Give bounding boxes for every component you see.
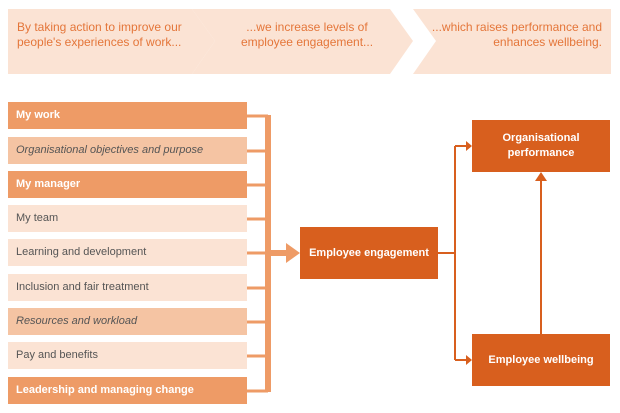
driver-learning-development: Learning and development bbox=[8, 239, 247, 266]
arrow-to-wellbeing bbox=[466, 355, 472, 365]
employee-wellbeing-box: Employee wellbeing bbox=[472, 334, 610, 386]
driver-organisational-objectives: Organisational objectives and purpose bbox=[8, 137, 247, 164]
employee-engagement-box: Employee engagement bbox=[300, 227, 438, 279]
chevron-3 bbox=[413, 9, 611, 74]
driver-leadership: Leadership and managing change bbox=[8, 377, 247, 404]
driver-pay-benefits: Pay and benefits bbox=[8, 342, 247, 369]
chevron-1 bbox=[8, 9, 215, 74]
arrow-wellbeing-to-performance bbox=[535, 172, 547, 181]
arrow-to-engagement bbox=[286, 243, 300, 263]
banner-step-action: By taking action to improve our people's… bbox=[17, 20, 182, 49]
organisational-performance-box: Organisational performance bbox=[472, 120, 610, 172]
chevron-2 bbox=[192, 9, 413, 74]
banner-step-engagement: ...we increase levels of employee engage… bbox=[240, 20, 374, 49]
driver-resources-workload: Resources and workload bbox=[8, 308, 247, 335]
driver-my-work: My work bbox=[8, 102, 247, 129]
driver-my-manager: My manager bbox=[8, 171, 247, 198]
driver-my-team: My team bbox=[8, 205, 247, 232]
driver-bracket bbox=[247, 114, 290, 393]
outcome-connectors bbox=[438, 145, 542, 361]
arrow-to-performance bbox=[466, 141, 472, 151]
banner-step-performance: ...which raises performance and enhances… bbox=[431, 20, 602, 49]
driver-inclusion: Inclusion and fair treatment bbox=[8, 274, 247, 301]
